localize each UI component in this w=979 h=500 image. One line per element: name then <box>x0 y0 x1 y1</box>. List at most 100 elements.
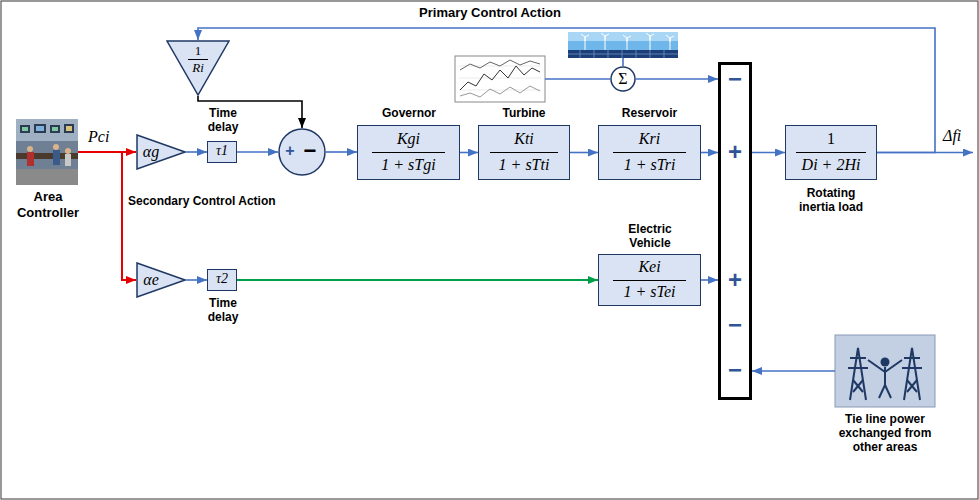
source-wire <box>545 78 610 80</box>
block-formula: 1 <box>785 129 877 149</box>
block-text: − <box>718 311 752 339</box>
gain-triangle: 1Ri <box>166 40 230 96</box>
block-formula: Kri <box>598 129 701 149</box>
summation-bar: −++−− <box>718 62 752 400</box>
control-room-picture-part <box>65 148 71 154</box>
fraction-rule <box>188 59 208 60</box>
renewable-picture-part-part <box>627 38 628 51</box>
renewable-picture-part-part <box>623 35 627 38</box>
tie-line-picture-part <box>881 358 890 367</box>
block-text: Time delay <box>196 106 250 134</box>
tie-line-picture-part-part <box>904 348 920 400</box>
signal-arrow <box>237 151 278 153</box>
renewable-picture-part-part <box>605 34 609 36</box>
block-text: Governor <box>354 106 464 120</box>
block-text: − <box>718 65 752 93</box>
tie-line-picture-part <box>835 335 935 407</box>
block-text: Ri <box>178 60 218 75</box>
none-shape <box>835 335 935 407</box>
gain-triangle: αe <box>136 262 186 298</box>
area-controller: Area Controller <box>6 117 90 229</box>
control-room-picture-part <box>65 154 71 166</box>
signal-name: Δfi <box>943 126 961 146</box>
tie-line-picture-part-part <box>902 367 922 369</box>
renewable-picture-part-part <box>605 36 606 51</box>
transfer-block: TurbineKti1 + sTti <box>474 104 574 182</box>
block-formula: 1 + sTei <box>598 282 701 302</box>
tie-line-block: Tie line power exchanged from other area… <box>820 333 950 463</box>
tie-line-picture-part-part <box>850 348 866 400</box>
control-room-picture-part <box>27 146 33 152</box>
block-formula: Kti <box>478 129 570 149</box>
renewable-picture-part <box>581 33 674 51</box>
block-text: 1 <box>178 43 218 58</box>
block-formula: 1 + sTri <box>598 155 701 175</box>
control-room-picture-part <box>53 144 59 150</box>
transfer-block: GovernorKgi1 + sTgi <box>354 104 464 182</box>
renewable-picture-part <box>568 32 678 41</box>
control-room-picture-part <box>52 127 58 131</box>
block-text: Time delay <box>196 296 250 324</box>
source-wire <box>622 58 624 66</box>
block-text: + <box>281 141 299 161</box>
tie-line-picture-part-part <box>853 380 863 392</box>
renewable-picture-part-part <box>646 33 650 36</box>
signal-arrow <box>326 151 357 153</box>
signal-arrow <box>186 279 207 281</box>
control-room-picture-part <box>34 124 46 133</box>
renewable-picture-part-part <box>650 34 654 36</box>
renewable-picture <box>568 32 678 58</box>
control-room-picture-part <box>16 119 78 141</box>
tie-line-picture-part <box>848 348 922 400</box>
summing-circle: Σ <box>610 66 636 92</box>
renewable-picture-part-part <box>585 35 589 37</box>
tie-line-picture-part-part <box>848 367 868 369</box>
block-formula: 1 + sTgi <box>357 155 460 175</box>
block-formula: τ1 <box>207 142 237 160</box>
block-text: Tie line power exchanged from other area… <box>826 412 944 454</box>
block-text: Electric Vehicle <box>620 222 680 250</box>
circle-shape <box>278 128 326 176</box>
gain-triangle: αg <box>136 134 186 170</box>
renewable-picture-part-part <box>627 36 631 38</box>
signal-arrow <box>701 279 718 281</box>
summing-junction: +− <box>278 128 326 176</box>
renewable-picture-part-part <box>650 36 651 40</box>
block-formula: Kei <box>598 257 701 277</box>
renewable-picture-part-part <box>670 38 671 51</box>
renewable-picture-part-part <box>650 36 651 51</box>
delay-block: Time delay τ1 <box>194 104 252 166</box>
control-room-picture-part <box>50 125 60 133</box>
load-chart-picture-part-part <box>459 78 541 79</box>
block-text: Turbine <box>474 106 574 120</box>
fraction-rule <box>490 152 558 153</box>
tie-line-picture-part-part <box>884 367 886 385</box>
control-room-picture-part <box>64 124 74 133</box>
block-text: + <box>718 266 752 294</box>
control-room-picture <box>16 119 78 185</box>
renewable-picture-part-part <box>670 38 671 42</box>
fraction-rule <box>372 152 445 153</box>
renewable-picture-part-part <box>585 37 586 51</box>
renewable-picture-part-part <box>601 33 605 36</box>
tie-line-picture-part-part <box>904 357 920 359</box>
control-room-picture-part <box>16 169 78 185</box>
signal-arrow <box>701 152 718 154</box>
none-shape <box>16 119 78 185</box>
load-chart-picture-part-part <box>459 90 541 91</box>
block-text: Reservoir <box>596 106 703 120</box>
renewable-picture-part-part <box>568 54 678 55</box>
signal-arrow <box>237 279 598 281</box>
tie-line-picture <box>835 335 935 407</box>
renewable-picture-part-part <box>666 35 670 38</box>
triangle-outline <box>137 135 185 169</box>
renewable-picture-part-part <box>605 36 606 40</box>
triangle-outline <box>167 41 229 95</box>
renewable-picture-part <box>568 50 678 58</box>
signal-arrow <box>78 152 136 280</box>
load-chart-picture <box>455 56 545 102</box>
tie-line-picture-part-part <box>907 380 917 392</box>
